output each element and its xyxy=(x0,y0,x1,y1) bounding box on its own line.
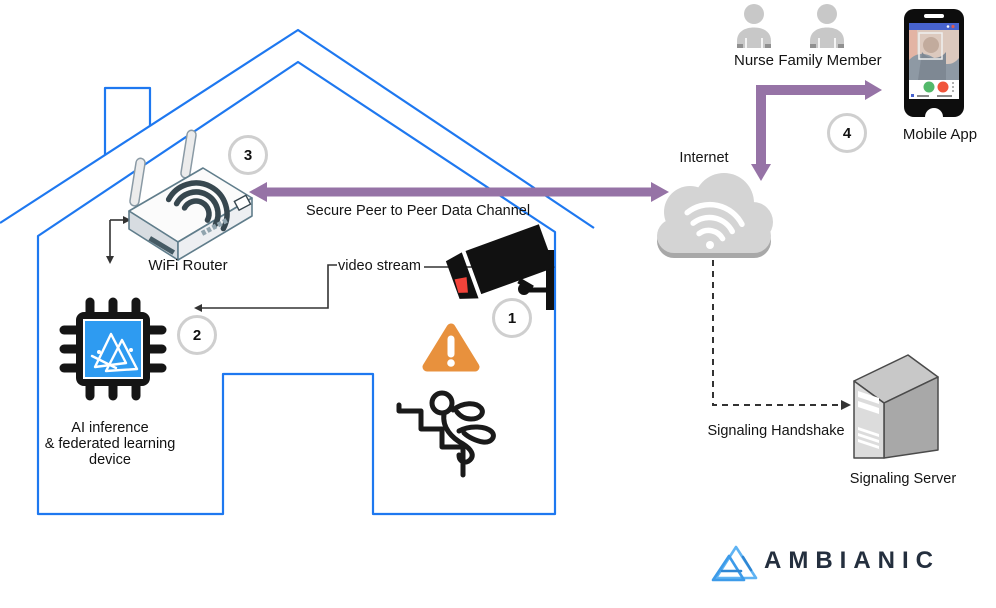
family-member-person-icon xyxy=(810,4,844,48)
wifi-signal-icon xyxy=(684,201,745,242)
warning-triangle-icon xyxy=(422,323,480,372)
step-badge-mobile-app: 4 xyxy=(827,113,867,153)
nurse-person-icon xyxy=(737,4,771,48)
arrowhead-right-icon xyxy=(123,216,131,224)
arrowhead-down-icon xyxy=(106,256,114,264)
mobile-phone-icon xyxy=(904,9,964,117)
ambianic-logo-glyph xyxy=(90,332,139,373)
family-member-label: Family Member xyxy=(778,52,882,69)
secure-channel-label: Secure Peer to Peer Data Channel xyxy=(306,203,531,219)
server-tower-icon xyxy=(853,354,939,459)
signaling-handshake-label: Signaling Handshake xyxy=(707,423,845,439)
internet-cloud-icon xyxy=(657,173,773,258)
signaling-connector xyxy=(712,260,851,410)
ai-device-label-line3: device xyxy=(89,452,131,468)
step-badge-ai-device: 2 xyxy=(177,315,217,355)
house-outline-icon xyxy=(0,28,595,516)
person-falling-down-stairs-icon xyxy=(396,390,496,478)
ambianic-wordmark: AMBIANIC xyxy=(764,547,940,574)
signaling-server-label: Signaling Server xyxy=(849,471,957,487)
mobile-app-label: Mobile App xyxy=(902,126,978,143)
ai-device-label: AI inference & federated learning device xyxy=(45,420,176,468)
wifi-router-label: WiFi Router xyxy=(148,257,228,274)
router-chip-connector xyxy=(109,219,124,256)
ambianic-logo-icon xyxy=(711,545,758,582)
nurse-label: Nurse xyxy=(733,52,775,69)
cctv-camera-icon xyxy=(445,224,555,310)
ai-device-label-line1: AI inference xyxy=(71,420,149,436)
secure-p2p-arrow xyxy=(249,182,669,202)
ai-device-label-line2: & federated learning xyxy=(44,436,176,452)
step-badge-router: 3 xyxy=(228,135,268,175)
step-badge-camera: 1 xyxy=(492,298,532,338)
ai-chip-icon xyxy=(59,297,167,401)
wifi-router-icon xyxy=(128,129,253,261)
internet-label: Internet xyxy=(679,150,729,166)
arrowhead-left-icon xyxy=(194,304,202,312)
video-stream-label: video stream xyxy=(338,258,422,274)
internet-mobile-arrow xyxy=(751,80,882,181)
